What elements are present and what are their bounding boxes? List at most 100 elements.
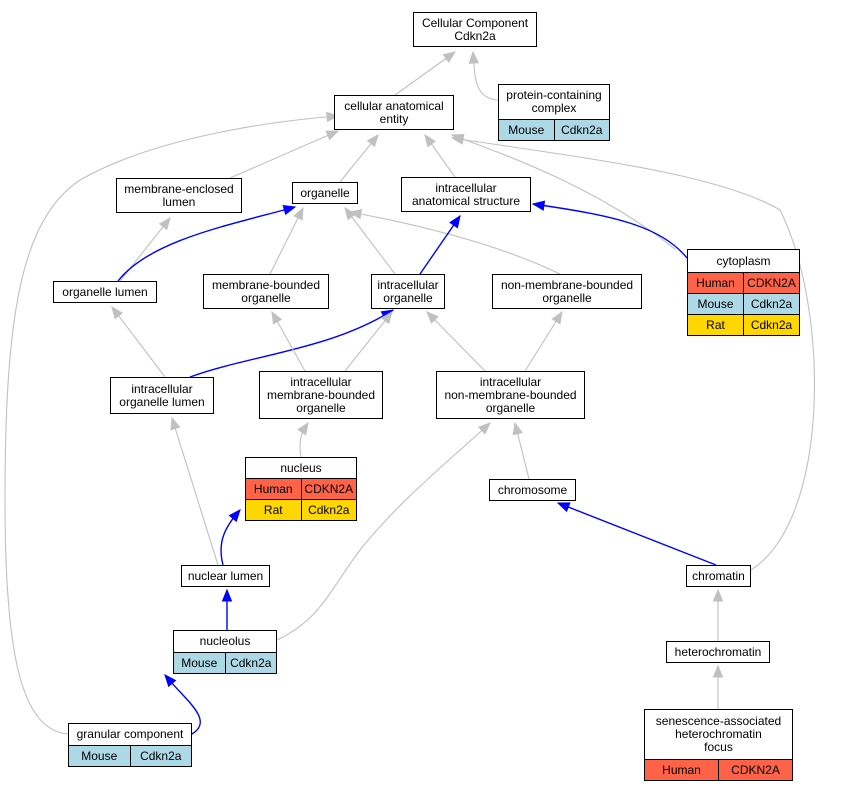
- node-io[interactable]: intracellular organelle: [371, 274, 445, 309]
- edge-inmbo-to-io: [426, 311, 486, 372]
- node-label: chromatin: [692, 568, 745, 583]
- species-cell: Human: [688, 273, 743, 293]
- node-chrom[interactable]: chromosome: [489, 479, 576, 501]
- node-chromatin[interactable]: chromatin: [686, 565, 751, 587]
- node-label: cellular anatomical entity: [344, 98, 444, 126]
- edge-mel-to-cae: [229, 130, 339, 179]
- arrowhead: [426, 311, 439, 324]
- node-inmbo[interactable]: intracellular non-membrane-bounded organ…: [436, 371, 585, 419]
- species-cell: Mouse: [174, 653, 225, 673]
- edge-iol-to-io: [189, 309, 394, 378]
- node-sahf[interactable]: senescence-associated heterochromatin fo…: [644, 709, 793, 781]
- node-label: intracellular organelle lumen: [119, 381, 205, 409]
- arrowhead: [531, 200, 546, 211]
- arrowhead: [551, 310, 563, 325]
- arrowhead: [297, 421, 309, 436]
- node-label: Cellular Component Cdkn2a: [421, 15, 529, 43]
- node-imbo[interactable]: intracellular membrane-bounded organelle: [259, 371, 383, 419]
- species-cell: Rat: [246, 500, 301, 520]
- node-label: heterochromatin: [674, 644, 762, 659]
- node-label: organelle: [300, 185, 350, 200]
- gene-cell: Cdkn2a: [743, 315, 799, 335]
- node-label: non-membrane-bounded organelle: [500, 277, 634, 305]
- node-label: granular component: [76, 727, 184, 741]
- gene-cell: Cdkn2a: [553, 120, 609, 140]
- arrowhead: [477, 422, 491, 435]
- edge-chromatin-to-cae: [451, 137, 816, 571]
- edge-cyto-to-ias: [532, 203, 688, 259]
- arrowhead: [221, 588, 233, 602]
- species-cell: Mouse: [688, 294, 743, 314]
- node-mbo[interactable]: membrane-bounded organelle: [203, 274, 329, 309]
- arrowhead: [512, 421, 523, 436]
- species-cell: Human: [246, 479, 301, 499]
- node-label: cytoplasm: [716, 253, 771, 268]
- node-label: membrane-enclosed lumen: [124, 181, 234, 209]
- arrowhead: [468, 50, 480, 64]
- species-cell: Mouse: [499, 120, 554, 140]
- arrowhead: [366, 133, 379, 148]
- arrowhead: [293, 206, 304, 221]
- node-label: senescence-associated heterochromatin fo…: [655, 714, 782, 754]
- species-cell: Human: [645, 760, 718, 780]
- node-label: intracellular membrane-bounded organelle: [266, 374, 376, 415]
- node-label: protein-containing complex: [506, 88, 602, 115]
- arrowhead: [712, 588, 724, 602]
- arrowhead: [170, 416, 181, 431]
- arrowhead: [326, 111, 340, 123]
- edge-io-to-org: [344, 207, 396, 275]
- node-orglum[interactable]: organelle lumen: [53, 281, 157, 303]
- node-ias[interactable]: intracellular anatomical structure: [401, 177, 531, 212]
- node-nuclum[interactable]: nuclear lumen: [181, 565, 270, 587]
- edge-iol-to-orglum: [111, 306, 166, 378]
- edge-inmbo-to-nmbo: [524, 311, 563, 372]
- node-nmbo[interactable]: non-membrane-bounded organelle: [492, 274, 642, 309]
- arrowhead: [712, 664, 724, 678]
- arrowhead: [111, 305, 124, 320]
- edge-orglum-to-org: [117, 206, 296, 282]
- arrowhead: [228, 508, 241, 523]
- arrowhead: [164, 673, 177, 688]
- arrowhead: [271, 310, 283, 325]
- edge-nuclum-to-iol: [171, 417, 219, 566]
- node-cc[interactable]: Cellular Component Cdkn2a: [413, 12, 537, 47]
- gene-cell: CDKN2A: [743, 273, 799, 293]
- node-label: intracellular organelle: [377, 277, 439, 305]
- node-org[interactable]: organelle: [292, 182, 358, 204]
- node-label: nucleus: [280, 460, 322, 475]
- node-label: chromosome: [497, 482, 568, 497]
- gene-cell: Cdkn2a: [129, 746, 191, 766]
- gene-cell: Cdkn2a: [743, 294, 799, 314]
- arrowhead: [442, 51, 457, 63]
- node-cae[interactable]: cellular anatomical entity: [334, 95, 454, 130]
- arrowhead: [344, 206, 357, 221]
- node-iol[interactable]: intracellular organelle lumen: [110, 377, 214, 414]
- arrowhead: [556, 502, 571, 513]
- edge-nmbo-to-org: [349, 211, 561, 275]
- node-hetero[interactable]: heterochromatin: [666, 641, 770, 663]
- node-label: organelle lumen: [62, 284, 148, 299]
- edge-cae-to-cc: [394, 51, 456, 96]
- gene-cell: Cdkn2a: [300, 500, 356, 520]
- edge-io-to-ias: [419, 215, 461, 275]
- edge-gran-to-cae: [4, 115, 339, 735]
- node-label: nuclear lumen: [187, 568, 264, 583]
- species-cell: Mouse: [69, 746, 130, 766]
- node-mel[interactable]: membrane-enclosed lumen: [116, 178, 242, 213]
- node-label: intracellular non-membrane-bounded organ…: [444, 374, 577, 415]
- edge-chromatin-to-chrom: [557, 502, 717, 566]
- gene-cell: Cdkn2a: [224, 653, 276, 673]
